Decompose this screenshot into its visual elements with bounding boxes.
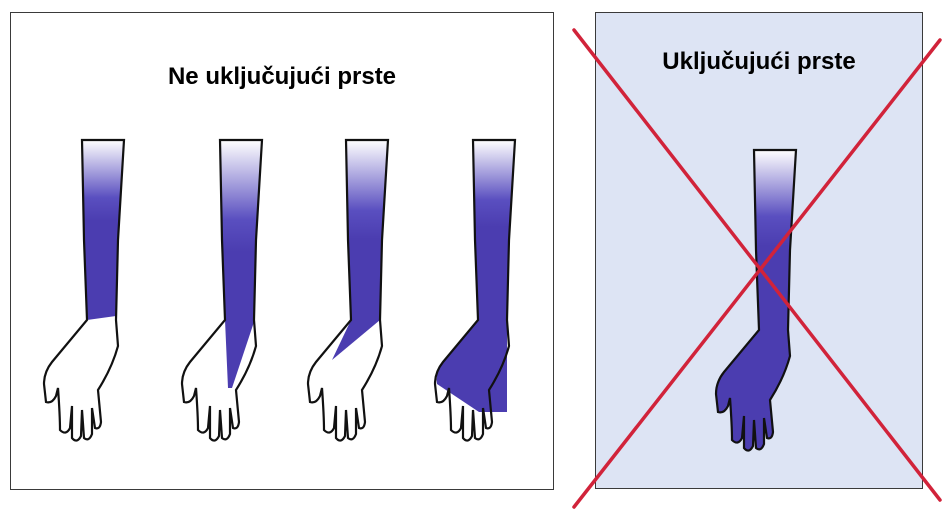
arm-4-to-knuckles xyxy=(435,140,515,441)
arm-1-wrist-only xyxy=(44,140,124,441)
arm-2-partial-hand xyxy=(182,140,262,441)
arm-3-diagonal-hand xyxy=(308,140,388,441)
